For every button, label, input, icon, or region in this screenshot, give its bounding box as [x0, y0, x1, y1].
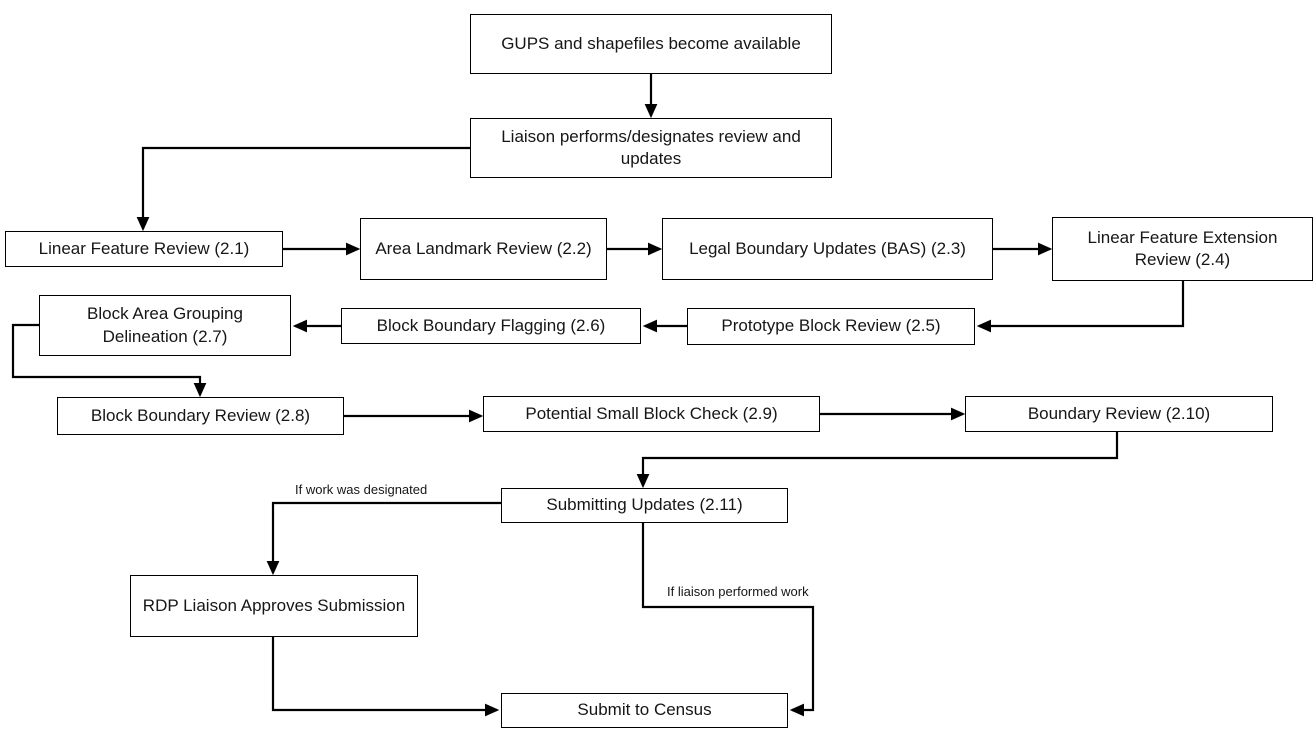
- node-rdp-liaison-approves: RDP Liaison Approves Submission: [130, 575, 418, 637]
- edge-rdp-to-stc: [271, 637, 500, 717]
- node-boundary-review-2-10: Boundary Review (2.10): [965, 396, 1273, 432]
- edge-liaison-to-lfr21: [136, 146, 470, 232]
- node-submitting-updates-2-11: Submitting Updates (2.11): [501, 488, 788, 523]
- edge-label-if-liaison-performed-work: If liaison performed work: [667, 584, 809, 599]
- edge-lfe24-to-pbr25: [976, 281, 1185, 333]
- node-block-boundary-flagging-2-6: Block Boundary Flagging (2.6): [341, 308, 641, 344]
- node-legal-boundary-updates-2-3: Legal Boundary Updates (BAS) (2.3): [662, 218, 993, 280]
- node-linear-feature-extension-2-4: Linear Feature Extension Review (2.4): [1052, 217, 1313, 281]
- edge-su211-to-rdp: [266, 501, 501, 576]
- edge-label-if-work-was-designated: If work was designated: [295, 482, 428, 497]
- node-submit-to-census: Submit to Census: [501, 693, 788, 728]
- edge-br210-to-su211: [636, 432, 1119, 489]
- node-gups-shapefiles-available: GUPS and shapefiles become available: [470, 14, 832, 74]
- node-block-area-grouping-2-7: Block Area Grouping Delineation (2.7): [39, 295, 291, 356]
- node-linear-feature-review-2-1: Linear Feature Review (2.1): [5, 231, 283, 267]
- node-potential-small-block-check-2-9: Potential Small Block Check (2.9): [483, 396, 820, 432]
- node-liaison-performs-designates: Liaison performs/designates review and u…: [470, 118, 832, 178]
- node-area-landmark-review-2-2: Area Landmark Review (2.2): [360, 218, 607, 280]
- node-prototype-block-review-2-5: Prototype Block Review (2.5): [687, 308, 975, 345]
- edge-su211-to-stc: [641, 523, 815, 717]
- node-block-boundary-review-2-8: Block Boundary Review (2.8): [57, 397, 344, 435]
